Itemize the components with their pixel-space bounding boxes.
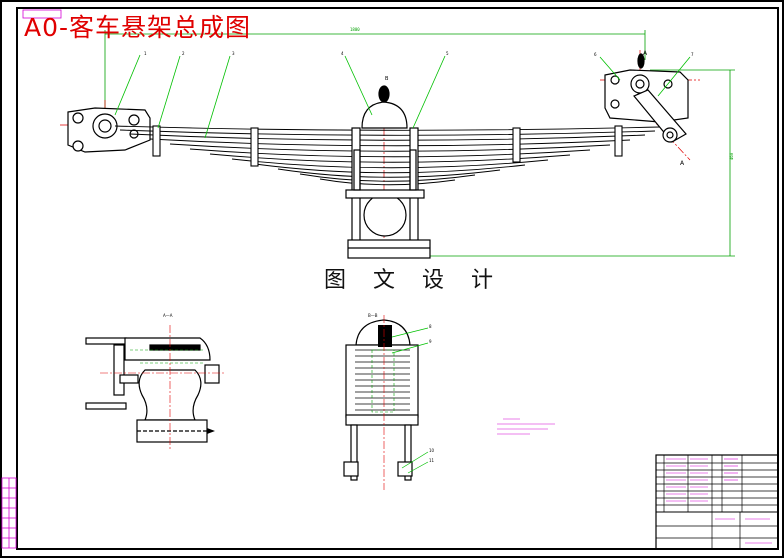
part-balloons: 1 2 3 4 5 6 7	[144, 51, 694, 57]
inner-frame	[16, 7, 779, 550]
svg-text:5: 5	[446, 51, 449, 56]
leaf-spring-stack	[114, 125, 661, 186]
section-a-a-label: A—A	[163, 313, 173, 318]
title-block	[655, 454, 779, 550]
drawing-title: A0-客车悬架总成图	[24, 13, 252, 42]
svg-text:3: 3	[232, 51, 235, 56]
section-b-b-view: B—B	[343, 313, 435, 490]
svg-text:10: 10	[429, 448, 435, 453]
svg-text:8: 8	[429, 324, 432, 329]
drawing-number-stamp	[22, 9, 62, 19]
svg-text:1: 1	[144, 51, 147, 56]
svg-text:6: 6	[594, 52, 597, 57]
binding-stamp	[1, 477, 17, 549]
watermark: 图 文 设 计	[320, 262, 507, 294]
technical-notes	[497, 418, 555, 435]
section-b-b-label: B—B	[368, 313, 378, 318]
main-elevation-view: 1800 460	[60, 27, 735, 259]
right-hanger-shackle	[604, 53, 689, 143]
title-block-fills	[666, 458, 772, 544]
svg-text:11: 11	[429, 458, 435, 463]
spring-clips	[152, 125, 623, 167]
section-mark-a-top: A	[643, 50, 648, 57]
svg-text:9: 9	[429, 339, 432, 344]
svg-text:460: 460	[729, 152, 734, 160]
section-mark-b: B	[385, 76, 389, 82]
left-hanger	[67, 107, 151, 153]
svg-text:7: 7	[691, 52, 694, 57]
part-leaders	[114, 54, 691, 139]
svg-text:4: 4	[341, 51, 344, 56]
section-mark-a-bottom: A	[680, 160, 685, 167]
svg-text:2: 2	[182, 51, 185, 56]
svg-text:1800: 1800	[350, 27, 360, 32]
section-a-a-view: A—A	[85, 313, 225, 450]
dimension-lines: 1800 460	[104, 27, 735, 257]
axle-assembly	[345, 85, 431, 259]
